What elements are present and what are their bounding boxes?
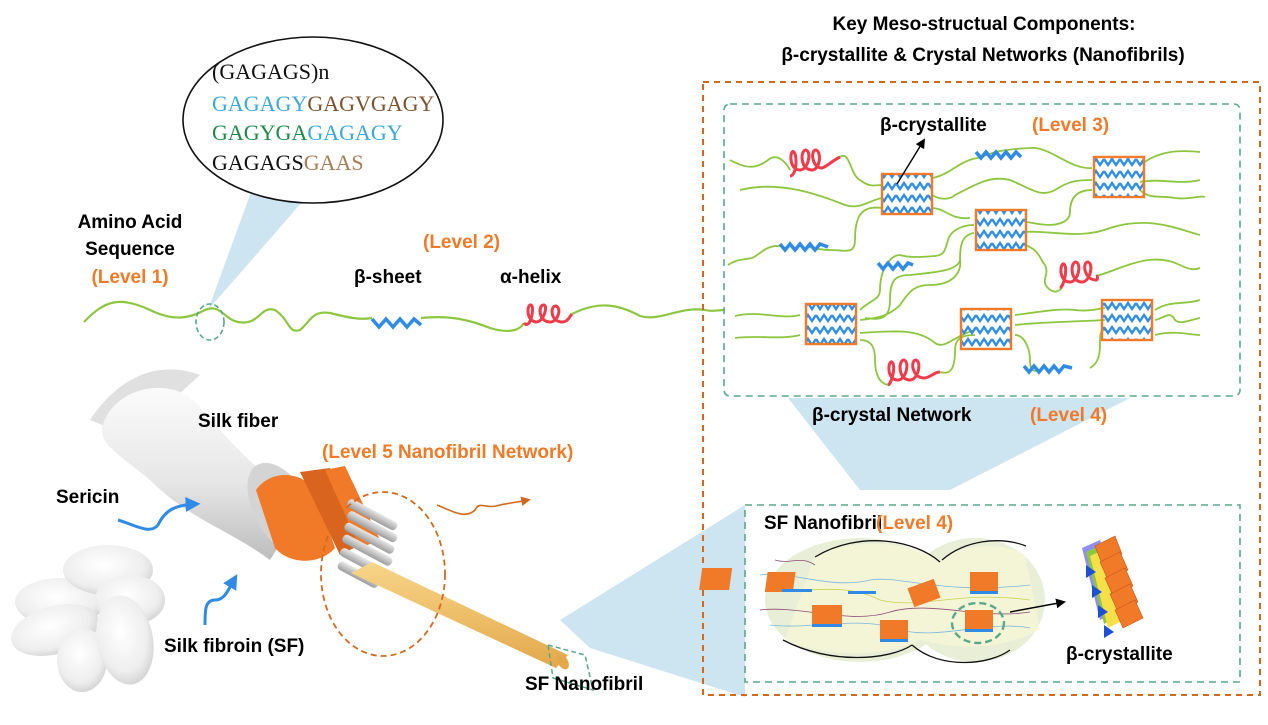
network-helix-3: [886, 358, 941, 387]
sericin-label: Sericin: [56, 487, 120, 508]
level1-label: (Level 1): [91, 267, 169, 288]
crystallite-box: [959, 307, 1013, 351]
crystallite-zoom-arrow: [1009, 598, 1066, 613]
silkworm-cocoons-image: [11, 545, 165, 692]
level5-label: (Level 5 Nanofibril Network): [322, 442, 574, 463]
network-beta-sheet-1: [974, 149, 1023, 161]
sf-nanofibril-panel-title: SF Nanofibril: [764, 513, 883, 534]
silk-fibroin-arrow: [203, 574, 238, 626]
meso-structure-frame: [702, 81, 1261, 696]
level3-label: (Level 3): [1032, 115, 1110, 136]
seq-segment: GAGAGY: [212, 91, 308, 116]
sequence-highlight-circle: [195, 303, 225, 341]
meso-title-line1: Key Meso-structual Components:: [832, 14, 1136, 35]
seq-segment: GAAS: [303, 150, 364, 175]
silk-fiber-label: Silk fiber: [198, 411, 279, 432]
crystallite-pointer-arrow: [896, 138, 926, 185]
beta-sheet-label: β-sheet: [354, 267, 422, 288]
crystallite-box: [974, 208, 1028, 252]
seq-segment: GAGYGA: [212, 120, 308, 145]
nanofibril-illustration: [699, 538, 1045, 664]
beta-crystallite-3d-model: [1082, 535, 1144, 638]
seq-segment: GAGAGS: [212, 150, 304, 175]
sequence-bubble: [182, 36, 444, 204]
alpha-helix-label: α-helix: [500, 267, 562, 288]
beta-crystallite-model-label: β-crystallite: [1066, 644, 1173, 665]
network-frame: [723, 103, 1241, 397]
seq-segment: GAGAGY: [307, 120, 403, 145]
network-beta-sheet-3: [876, 260, 914, 272]
crystallite-box: [880, 172, 934, 216]
crystallite-box: [804, 302, 858, 346]
level2-label: (Level 2): [423, 232, 501, 253]
polypeptide-chain-mid: [420, 316, 525, 332]
zoom-callout-nanofibril: [560, 505, 745, 697]
polypeptide-chain: [83, 300, 373, 332]
network-helix-1: [789, 148, 841, 178]
network-beta-sheet-2: [778, 241, 829, 253]
level3-crystallite-label: β-crystallite: [880, 115, 987, 136]
crystal-network-level: (Level 4): [1030, 405, 1108, 426]
network-beta-sheet-4: [1022, 363, 1073, 375]
meso-title-line2: β-crystallite & Crystal Networks (Nanofi…: [781, 45, 1185, 66]
seq-segment: GAGVGAGY: [307, 91, 435, 116]
sf-nanofibril-label: SF Nanofibril: [525, 674, 644, 695]
crystallite-box: [1092, 155, 1146, 199]
level1-name-line1: Amino Acid: [77, 212, 183, 233]
sequence-line-3: GAGYGAGAGAGY: [212, 119, 403, 146]
sericin-arrow: [117, 497, 201, 531]
sequence-line-1: (GAGAGS)n: [212, 58, 329, 85]
crystallite-box: [1100, 298, 1154, 342]
silk-fibroin-label: Silk fibroin (SF): [164, 636, 305, 657]
network-helix-2: [1058, 260, 1099, 290]
alpha-helix-segment: [522, 303, 574, 326]
sequence-line-2: GAGAGYGAGVGAGY: [212, 90, 434, 117]
crystal-network-label: β-crystal Network: [812, 405, 972, 426]
crystallite-boxes: [804, 155, 1154, 351]
polypeptide-chain-right: [571, 304, 726, 319]
silk-fiber-illustration: [90, 369, 595, 692]
level1-name-line2: Sequence: [85, 239, 175, 260]
network-chains: [727, 147, 1206, 386]
beta-sheet-segment: [370, 316, 423, 330]
sf-nanofibril-panel-level: (Level 4): [876, 513, 954, 534]
zoom-callout-network: [788, 398, 1130, 490]
sequence-line-4: GAGAGSGAAS: [212, 149, 364, 176]
seq-segment: (GAGAGS)n: [212, 59, 330, 84]
